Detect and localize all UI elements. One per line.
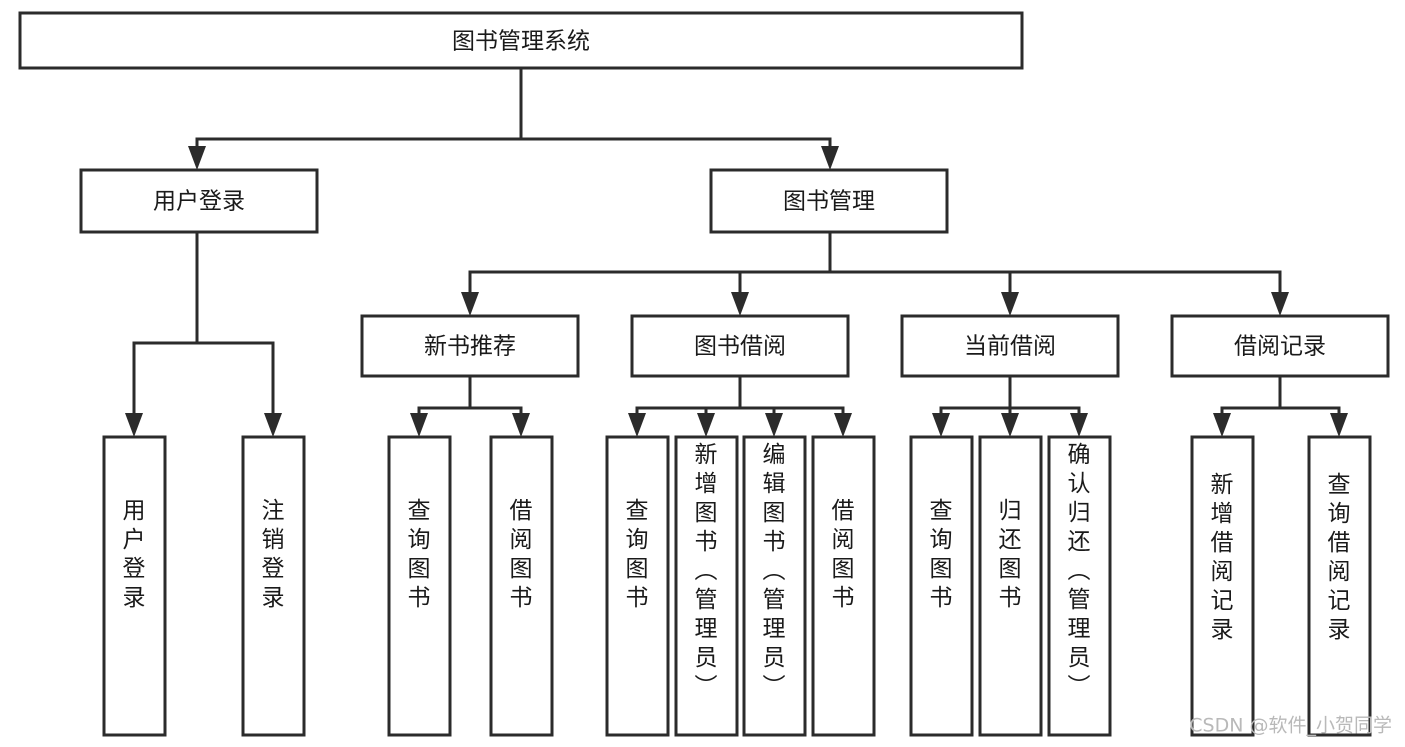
arrow-head-leaf-add-borrow-record xyxy=(1213,413,1231,437)
node-book-management-box[interactable] xyxy=(709,168,949,234)
leaf-edit-book-admin[interactable]: 编辑图书︵管理员︶ xyxy=(742,435,807,737)
node-root-box[interactable] xyxy=(18,11,1024,70)
leaf-edit-book-admin-box[interactable] xyxy=(742,435,807,737)
arrow-head-leaf-edit-book-admin xyxy=(765,413,783,437)
node-current-borrow-box[interactable] xyxy=(900,314,1120,378)
leaf-borrow-books-2[interactable]: 借阅图书 xyxy=(811,435,876,737)
leaf-logout-login-label: 注销登录 xyxy=(262,498,285,611)
leaf-confirm-return-admin-label: 确认归还︵管理员︶ xyxy=(1068,442,1091,700)
node-book-borrow-box[interactable] xyxy=(630,314,850,378)
leaf-query-borrow-record-box[interactable] xyxy=(1307,435,1372,737)
node-book-management[interactable]: 图书管理 xyxy=(709,168,949,234)
leaf-borrow-books-2-label: 借阅图书 xyxy=(832,498,855,611)
node-book-management-label: 图书管理 xyxy=(783,189,875,215)
node-user-login-box[interactable] xyxy=(79,168,319,234)
leaf-return-books-label: 归还图书 xyxy=(999,498,1022,611)
leaf-query-books-2-label: 查询图书 xyxy=(626,498,649,611)
node-new-book-recommend[interactable]: 新书推荐 xyxy=(360,314,580,378)
arrow-head-user-login xyxy=(188,146,206,170)
watermark-label: CSDN @软件_小贺同学 xyxy=(1189,715,1392,737)
leaf-borrow-books-2-box[interactable] xyxy=(811,435,876,737)
leaf-query-books-3-label: 查询图书 xyxy=(930,498,953,611)
leaf-query-books-1[interactable]: 查询图书 xyxy=(387,435,452,737)
arrow-head-leaf-logout-login xyxy=(264,413,282,437)
leaf-edit-book-admin-label: 编辑图书︵管理员︶ xyxy=(763,442,786,700)
leaf-add-borrow-record-box[interactable] xyxy=(1190,435,1255,737)
arrow-head-book-borrow xyxy=(731,292,749,316)
arrow-head-leaf-user-login xyxy=(125,413,143,437)
node-borrow-record-label: 借阅记录 xyxy=(1234,334,1326,360)
leaf-query-books-2-box[interactable] xyxy=(605,435,670,737)
arrow-head-leaf-add-book-admin xyxy=(697,413,715,437)
leaf-confirm-return-admin[interactable]: 确认归还︵管理员︶ xyxy=(1047,435,1112,737)
arrow-head-leaf-return-books xyxy=(1001,413,1019,437)
leaf-query-borrow-record[interactable]: 查询借阅记录 xyxy=(1307,435,1372,737)
node-borrow-record-box[interactable] xyxy=(1170,314,1390,378)
leaf-borrow-books-1-box[interactable] xyxy=(489,435,554,737)
leaf-user-login-box[interactable] xyxy=(102,435,167,737)
arrow-head-leaf-query-borrow-record xyxy=(1330,413,1348,437)
node-root[interactable]: 图书管理系统 xyxy=(18,11,1024,70)
arrow-head-leaf-query-books-3 xyxy=(932,413,950,437)
connector-layer xyxy=(125,66,1348,437)
leaf-confirm-return-admin-box[interactable] xyxy=(1047,435,1112,737)
node-borrow-record[interactable]: 借阅记录 xyxy=(1170,314,1390,378)
leaf-add-book-admin-box[interactable] xyxy=(674,435,739,737)
node-book-borrow-label: 图书借阅 xyxy=(694,334,786,360)
leaf-logout-login[interactable]: 注销登录 xyxy=(241,435,306,737)
leaf-query-borrow-record-label: 查询借阅记录 xyxy=(1328,472,1351,643)
leaf-return-books[interactable]: 归还图书 xyxy=(978,435,1043,737)
leaf-user-login-label: 用户登录 xyxy=(123,498,146,611)
arrow-head-book-management xyxy=(821,146,839,170)
arrow-head-leaf-query-books-2 xyxy=(628,413,646,437)
leaf-add-borrow-record[interactable]: 新增借阅记录 xyxy=(1190,435,1255,737)
arrow-head-current-borrow xyxy=(1001,292,1019,316)
leaf-logout-login-box[interactable] xyxy=(241,435,306,737)
leaf-borrow-books-1[interactable]: 借阅图书 xyxy=(489,435,554,737)
leaf-query-books-1-label: 查询图书 xyxy=(408,498,431,611)
arrow-head-leaf-confirm-return-admin xyxy=(1070,413,1088,437)
node-new-book-recommend-box[interactable] xyxy=(360,314,580,378)
leaf-query-books-3[interactable]: 查询图书 xyxy=(909,435,974,737)
node-current-borrow[interactable]: 当前借阅 xyxy=(900,314,1120,378)
arrow-head-borrow-record xyxy=(1271,292,1289,316)
arrow-head-leaf-query-books-1 xyxy=(410,413,428,437)
arrow-head-new-book-recommend xyxy=(461,292,479,316)
leaf-query-books-3-box[interactable] xyxy=(909,435,974,737)
leaf-add-book-admin[interactable]: 新增图书︵管理员︶ xyxy=(674,435,739,737)
node-new-book-recommend-label: 新书推荐 xyxy=(424,334,516,360)
leaf-add-borrow-record-label: 新增借阅记录 xyxy=(1211,472,1234,643)
leaf-user-login[interactable]: 用户登录 xyxy=(102,435,167,737)
node-book-borrow[interactable]: 图书借阅 xyxy=(630,314,850,378)
leaf-add-book-admin-label: 新增图书︵管理员︶ xyxy=(695,442,718,700)
arrow-head-leaf-borrow-books-1 xyxy=(512,413,530,437)
arrow-head-leaf-borrow-books-2 xyxy=(834,413,852,437)
node-root-label: 图书管理系统 xyxy=(452,29,590,55)
node-user-login-label: 用户登录 xyxy=(153,189,245,215)
leaf-borrow-books-1-label: 借阅图书 xyxy=(510,498,533,611)
node-current-borrow-label: 当前借阅 xyxy=(964,334,1056,360)
leaf-return-books-box[interactable] xyxy=(978,435,1043,737)
leaf-query-books-2[interactable]: 查询图书 xyxy=(605,435,670,737)
leaf-query-books-1-box[interactable] xyxy=(387,435,452,737)
node-user-login[interactable]: 用户登录 xyxy=(79,168,319,234)
